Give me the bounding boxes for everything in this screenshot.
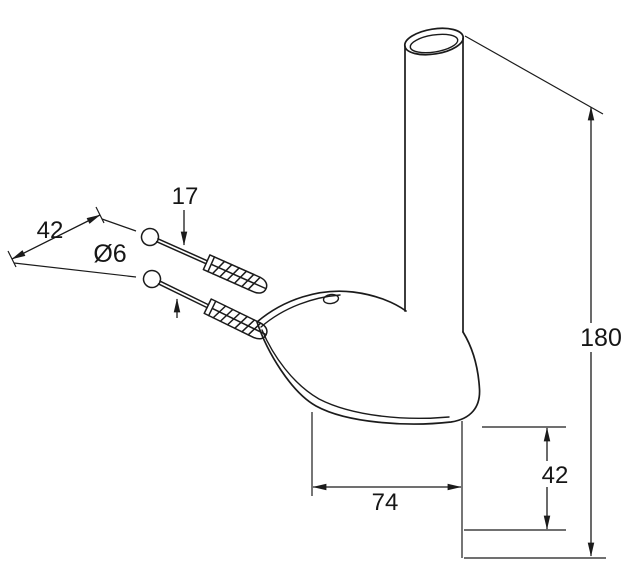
plug-body-lower xyxy=(203,298,268,340)
dim-line xyxy=(11,214,101,260)
screw-shaft-lower xyxy=(159,280,210,306)
dim-label-overall-height: 180 xyxy=(580,324,622,352)
dim-label-screw-projection: 17 xyxy=(172,183,199,210)
wall-anchor-upper xyxy=(140,227,268,294)
dim-anchor-length: 42 xyxy=(7,206,137,278)
plug-collar-lower xyxy=(207,300,217,317)
bracket-outline xyxy=(256,290,481,425)
screw-shaft-upper xyxy=(157,238,209,262)
dim-extension-line-top xyxy=(464,35,604,115)
screw-head-upper xyxy=(140,227,160,247)
dim-extension-line xyxy=(13,262,137,278)
tube-top-rim-outer xyxy=(403,27,465,56)
bracket-hole xyxy=(322,293,340,305)
holder-tube xyxy=(403,27,465,333)
screw-shaft-upper xyxy=(155,240,207,265)
bracket-bottom-thickness-line xyxy=(261,329,450,419)
dim-label-drill-diameter: Ø6 xyxy=(93,240,126,268)
dim-screw-projection: 17 xyxy=(172,183,199,318)
dim-label-bottom-clearance: 42 xyxy=(542,462,569,489)
plug-axis-upper xyxy=(211,263,266,289)
dim-label-bracket-depth: 74 xyxy=(372,489,399,516)
dim-tick xyxy=(7,250,17,268)
wall-anchor-lower xyxy=(142,269,268,340)
dim-tick xyxy=(95,206,105,224)
dim-overall-height: 180 xyxy=(464,35,624,559)
holder-bracket xyxy=(256,290,481,425)
screw-head-lower xyxy=(142,269,162,289)
dim-bracket-depth: 74 xyxy=(311,412,463,558)
plug-collar-upper xyxy=(207,256,216,273)
dim-drill-diameter: Ø6 xyxy=(93,240,126,268)
tube-top-rim-inner xyxy=(409,33,459,54)
screw-shaft-lower xyxy=(157,283,208,309)
dim-label-mask xyxy=(538,461,574,487)
dim-bottom-clearance: 42 xyxy=(464,426,574,531)
bracket-top-thickness-line xyxy=(260,294,341,328)
dim-label-anchor-length: 42 xyxy=(37,217,64,244)
dim-label-mask xyxy=(578,323,624,352)
plug-body-upper xyxy=(202,254,268,294)
dim-extension-line xyxy=(101,218,137,232)
plug-axis-lower xyxy=(212,308,266,335)
